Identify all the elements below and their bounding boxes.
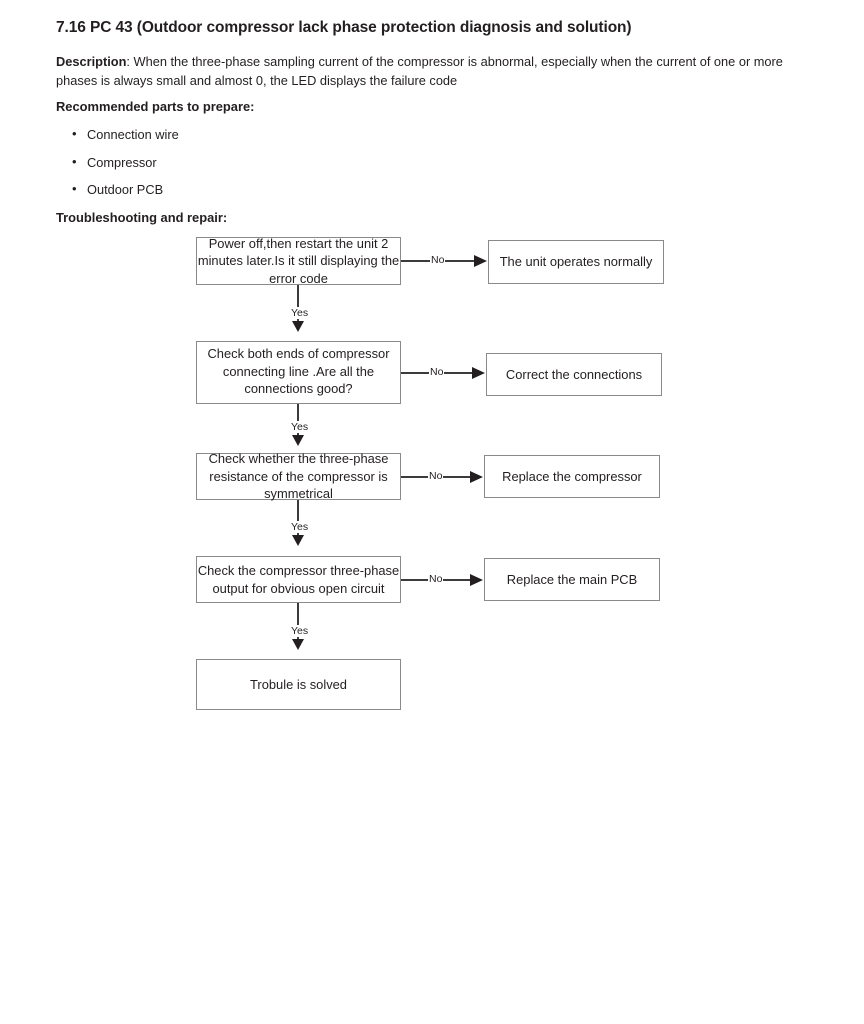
list-item: Connection wire [70, 124, 179, 153]
flow-step-4-outcome-box: Replace the main PCB [484, 558, 660, 601]
flow-step-4-yes-connector [297, 603, 299, 639]
page-title: 7.16 PC 43 (Outdoor compressor lack phas… [56, 19, 632, 36]
flow-step-3-text: Check whether the three-phase resistance… [208, 451, 389, 502]
flow-step-4-yes-label: Yes [290, 625, 310, 637]
troubleshooting-heading: Troubleshooting and repair: [56, 210, 228, 225]
flow-terminal-text: Trobule is solved [250, 676, 347, 692]
flow-step-1-outcome-box: The unit operates normally [488, 240, 664, 284]
flow-step-4-text: Check the compressor three-phase output … [197, 563, 400, 596]
flow-step-1-text: Power off,then restart the unit 2 minute… [197, 235, 400, 286]
flow-step-2-outcome-text: Correct the connections [505, 366, 643, 382]
flow-step-3-outcome-text: Replace the compressor [502, 468, 642, 484]
flow-step-2-no-label: No [429, 366, 445, 378]
flow-step-4-no-label: No [428, 573, 444, 585]
flow-step-1-outcome-text: The unit operates normally [499, 254, 653, 270]
flow-step-1-no-label: No [430, 254, 446, 266]
flow-step-3-yes-arrowhead [292, 535, 304, 546]
flow-step-1-yes-arrowhead [292, 321, 304, 332]
flow-step-4-box: Check the compressor three-phase output … [196, 556, 401, 603]
description-text: : When the three-phase sampling current … [56, 54, 783, 88]
flow-step-2-yes-label: Yes [290, 421, 310, 433]
flow-step-2-box: Check both ends of compressor connecting… [196, 341, 401, 404]
description-label: Description [56, 54, 127, 69]
recommended-parts-heading: Recommended parts to prepare: [56, 99, 255, 114]
flow-step-4-no-arrowhead [470, 574, 483, 586]
flow-step-3-outcome-box: Replace the compressor [484, 455, 660, 498]
flow-step-3-yes-connector [297, 500, 299, 535]
flow-step-3-no-arrowhead [470, 471, 483, 483]
flow-step-2-yes-arrowhead [292, 435, 304, 446]
flow-step-4-outcome-text: Replace the main PCB [506, 571, 638, 587]
flow-step-1-yes-connector [297, 285, 299, 321]
flow-step-1-yes-label: Yes [290, 307, 310, 319]
flow-step-2-text: Check both ends of compressor connecting… [207, 346, 390, 396]
flow-step-2-outcome-box: Correct the connections [486, 353, 662, 396]
flow-step-1-box: Power off,then restart the unit 2 minute… [196, 235, 401, 286]
flow-terminal-box: Trobule is solved [196, 659, 401, 710]
flow-step-3-no-label: No [428, 470, 444, 482]
flow-step-4-yes-arrowhead [292, 639, 304, 650]
description-paragraph: Description: When the three-phase sampli… [56, 52, 812, 90]
list-item: Outdoor PCB [70, 179, 179, 208]
list-item: Compressor [70, 152, 179, 181]
flow-step-2-yes-connector [297, 404, 299, 435]
flow-step-2-no-arrowhead [472, 367, 485, 379]
flow-step-3-box: Check whether the three-phase resistance… [196, 451, 401, 502]
flow-step-3-yes-label: Yes [290, 521, 310, 533]
flow-step-1-no-arrowhead [474, 255, 487, 267]
recommended-parts-list: Connection wire Compressor Outdoor PCB [70, 124, 179, 208]
